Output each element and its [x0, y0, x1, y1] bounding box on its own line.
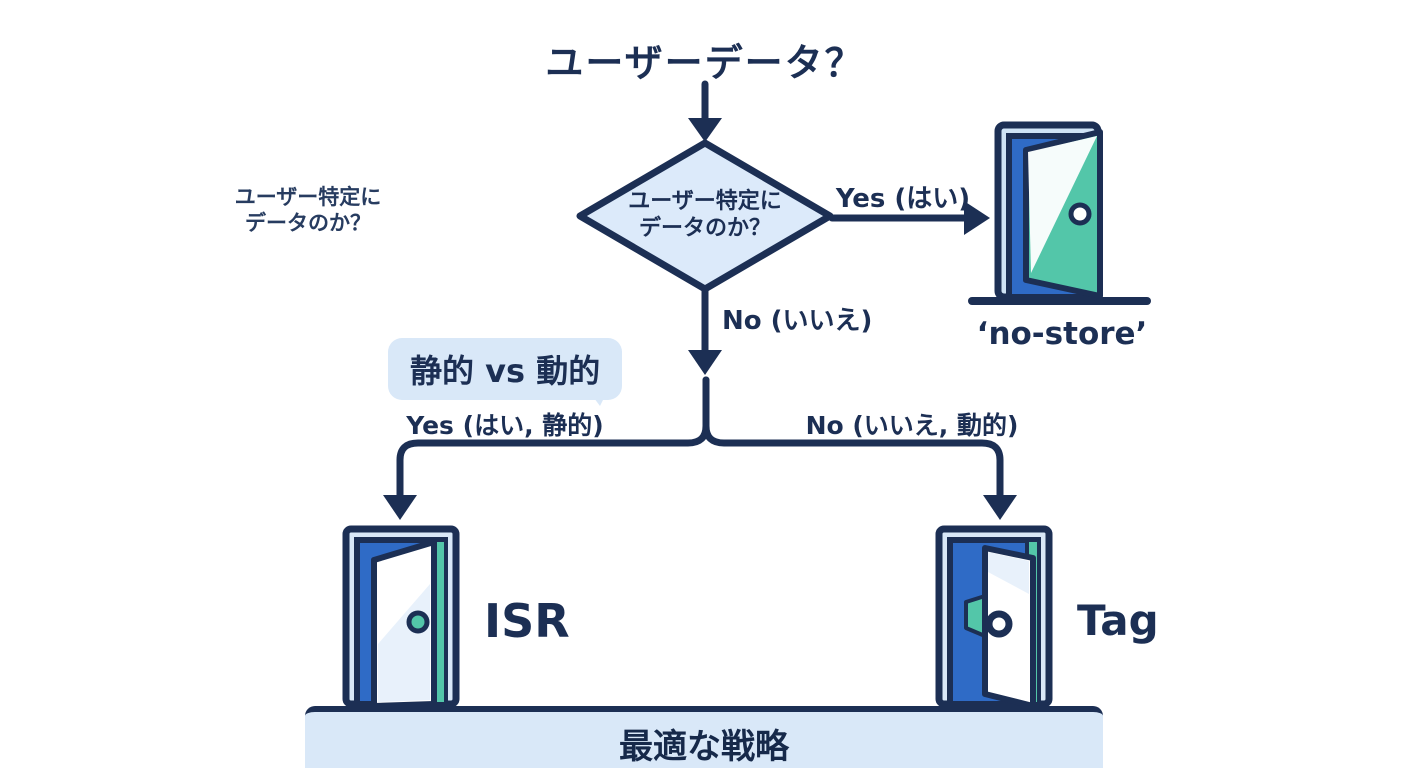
- edge-label-yes-top: Yes (はい): [835, 184, 971, 214]
- outcome-label-tag: Tag: [1077, 596, 1159, 645]
- outcome-label-isr: ISR: [484, 594, 570, 648]
- decision-label-line1: ユーザー特定に: [628, 189, 782, 214]
- side-note: ユーザー特定に データのか？: [235, 184, 382, 236]
- bubble-static-vs-dynamic: 静的 vs 動的: [388, 338, 623, 406]
- door-open-no-store-icon: [994, 121, 1103, 301]
- footer-label: 最適な戦略: [619, 726, 789, 767]
- side-note-line2: データのか？: [245, 211, 371, 235]
- outcome-label-no-store: ‘no-store’: [976, 316, 1148, 352]
- side-note-line1: ユーザー特定に: [234, 185, 382, 209]
- door-ajar-tag-icon: [935, 525, 1053, 707]
- bubble-label: 静的 vs 動的: [388, 338, 623, 400]
- footer-bar: 最適な戦略: [305, 706, 1103, 768]
- edge-label-no-top: No (いいえ): [722, 306, 873, 336]
- page-title: ユーザーデータ？: [545, 41, 865, 85]
- door-open-isr-icon: [342, 525, 460, 707]
- decision-label: ユーザー特定に データのか？: [628, 188, 782, 242]
- decision-label-line2: データのか？: [638, 216, 771, 241]
- edge-label-no-branch: No (いいえ, 動的): [805, 411, 1019, 440]
- edge-label-yes-branch: Yes (はい, 静的): [406, 411, 604, 440]
- bubble-tail: [588, 390, 608, 406]
- decision-diamond: [576, 139, 834, 293]
